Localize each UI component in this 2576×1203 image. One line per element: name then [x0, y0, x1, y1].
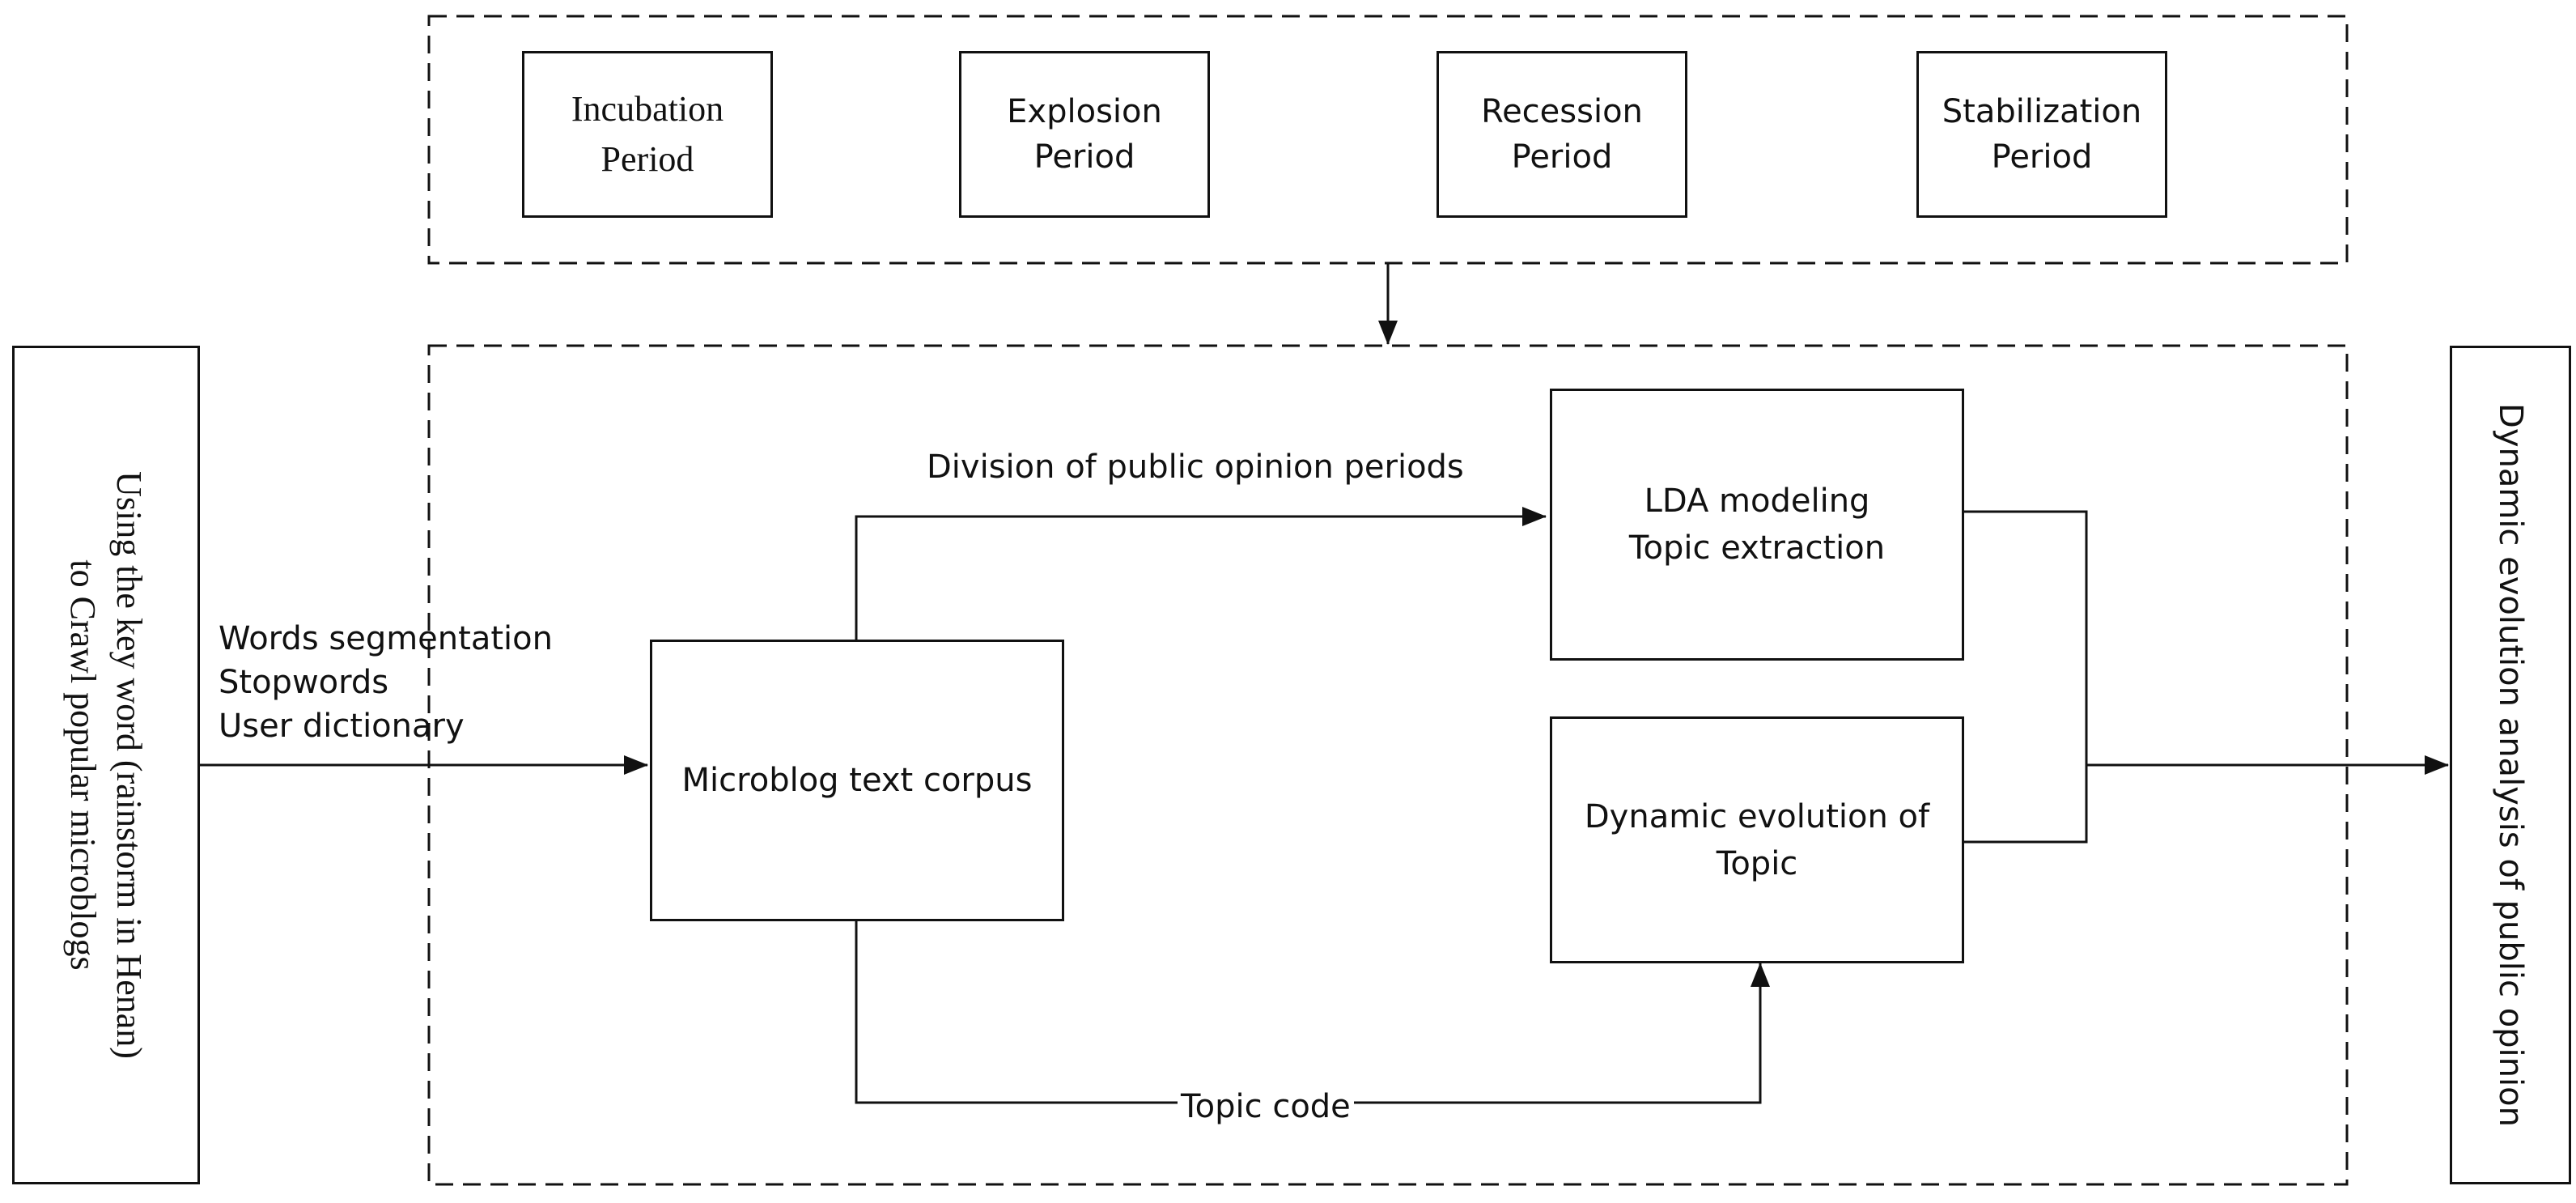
division-arrow [855, 507, 1547, 640]
output-box: Dynamic evolution analysis of public opi… [2450, 346, 2571, 1184]
evolution-box: Dynamic evolution of Topic [1550, 716, 1964, 963]
data-collection-box: Using the key word (rainstorm in Henan) … [12, 346, 200, 1184]
data-collection-label: Using the key word (rainstorm in Henan) … [63, 471, 150, 1059]
topic-code-label: Topic code [1178, 1085, 1354, 1129]
lda-merge-line [1964, 510, 2088, 844]
preprocessing-label: Words segmentation Stopwords User dictio… [219, 620, 553, 745]
period-box-incubation: Incubation Period [522, 51, 773, 218]
period-box-recession: Recession Period [1437, 51, 1687, 218]
division-label: Division of public opinion periods [927, 448, 1464, 486]
period-box-stabilization: Stabilization Period [1916, 51, 2167, 218]
period-box-explosion: Explosion Period [959, 51, 1210, 218]
lda-box: LDA modeling Topic extraction [1550, 389, 1964, 661]
corpus-box: Microblog text corpus [650, 640, 1064, 921]
output-label: Dynamic evolution analysis of public opi… [2492, 403, 2529, 1127]
